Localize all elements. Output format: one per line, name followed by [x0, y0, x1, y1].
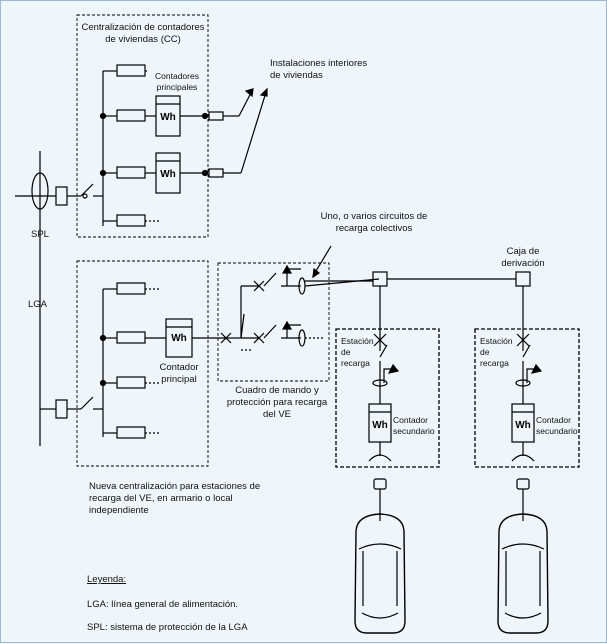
car-1: [354, 513, 406, 634]
spl-label: SPL: [31, 229, 49, 240]
meter-label-station-1: Wh: [372, 420, 388, 431]
collective-circuits-label: Uno, o varios circuitos de recarga colec…: [320, 211, 428, 234]
fuse-box-top: [55, 186, 68, 206]
new-centralization-label: Nueva centralización para estaciones de …: [89, 481, 261, 516]
legend-spl: SPL: sistema de protección de la LGA: [87, 622, 248, 633]
principal-meter-label: Contador principal: [159, 362, 199, 385]
interior-installations-label: Instalaciones interiores de viviendas: [270, 58, 368, 81]
station-box-1: [335, 328, 440, 468]
station-label-1: Estación de recarga: [341, 336, 374, 368]
lga-label: LGA: [28, 299, 48, 310]
spl-ellipse: [31, 172, 49, 210]
meter-label-2: Wh: [160, 169, 176, 180]
meter-label-principal: Wh: [171, 333, 187, 344]
junction-box-2: [515, 271, 531, 287]
legend-lga: LGA: línea general de alimentación.: [87, 599, 239, 610]
cc-title: Centralización de contadores de vivienda…: [81, 22, 205, 45]
cc-box: [76, 14, 209, 238]
control-panel-box: [217, 262, 330, 382]
meter-label-station-2: Wh: [515, 420, 531, 431]
secondary-meter-label-2: Contador secundario: [536, 415, 578, 436]
car-2: [497, 513, 549, 634]
station-label-2: Estación de recarga: [480, 336, 513, 368]
new-centralization-box: [76, 260, 209, 467]
control-panel-label: Cuadro de mando y protección para recarg…: [226, 385, 328, 420]
fuse-box-bottom: [55, 399, 68, 419]
junction-box-label: Caja de derivación: [501, 246, 545, 269]
main-meters-label: Contadores principales: [155, 71, 199, 92]
legend-title: Leyenda:: [87, 574, 127, 585]
meter-label-1: Wh: [160, 112, 176, 123]
station-box-2: [474, 328, 580, 468]
secondary-meter-label-1: Contador secundario: [393, 415, 435, 436]
